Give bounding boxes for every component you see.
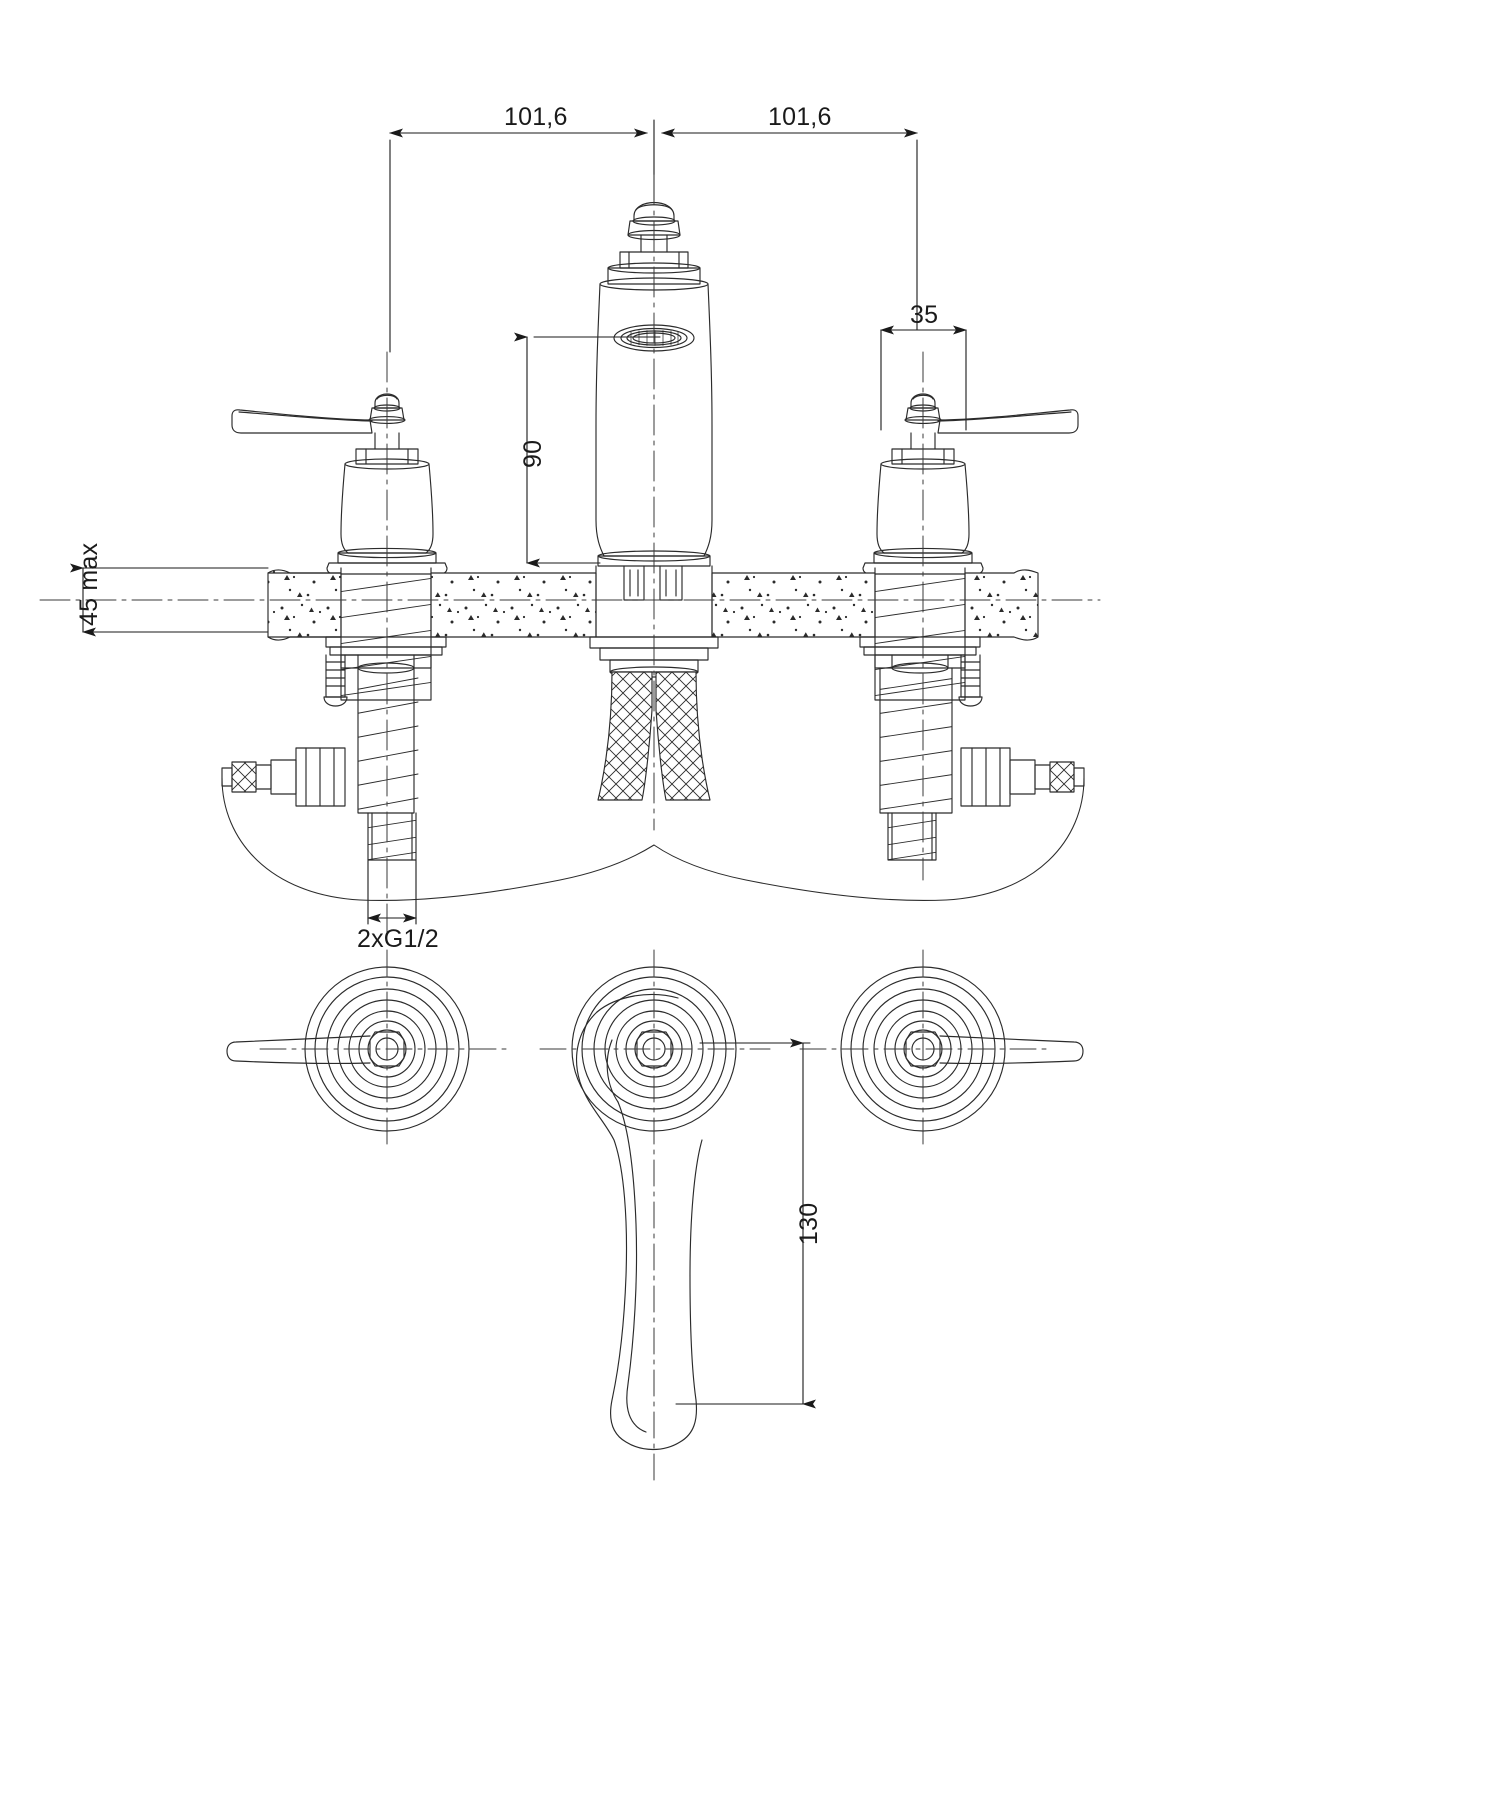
right-threaded-shank xyxy=(859,567,983,861)
dim-45-max xyxy=(70,563,269,637)
dim-label-rosette-width: 35 xyxy=(910,301,939,329)
centerlines-elevation xyxy=(39,174,1101,941)
right-supply-fitting xyxy=(960,747,1085,807)
dim-label-countertop-thickness: 45 max xyxy=(75,542,103,626)
dim-label-spout-height: 90 xyxy=(519,439,547,468)
countertop-section xyxy=(267,569,1039,641)
dim-label-supply-thread: 2xG1/2 xyxy=(357,925,439,953)
dim-2xG1-2 xyxy=(367,859,417,925)
dim-35 xyxy=(880,325,967,431)
flexible-supply-hoses xyxy=(597,671,711,801)
install-envelope-arcs xyxy=(221,777,1085,901)
dim-101-6-right xyxy=(661,128,918,331)
right-lever-handle xyxy=(862,393,1079,575)
dim-label-spacing-right: 101,6 xyxy=(768,103,832,131)
centerlines-plan xyxy=(259,949,1047,1481)
dim-label-spout-reach: 130 xyxy=(795,1202,823,1245)
dim-130 xyxy=(675,1038,816,1409)
dim-101-6-left xyxy=(389,128,648,353)
dim-label-spacing-left: 101,6 xyxy=(504,103,568,131)
left-lever-handle xyxy=(231,393,448,575)
left-supply-fitting xyxy=(221,747,346,807)
left-threaded-shank xyxy=(323,567,447,861)
center-spout xyxy=(595,202,713,567)
